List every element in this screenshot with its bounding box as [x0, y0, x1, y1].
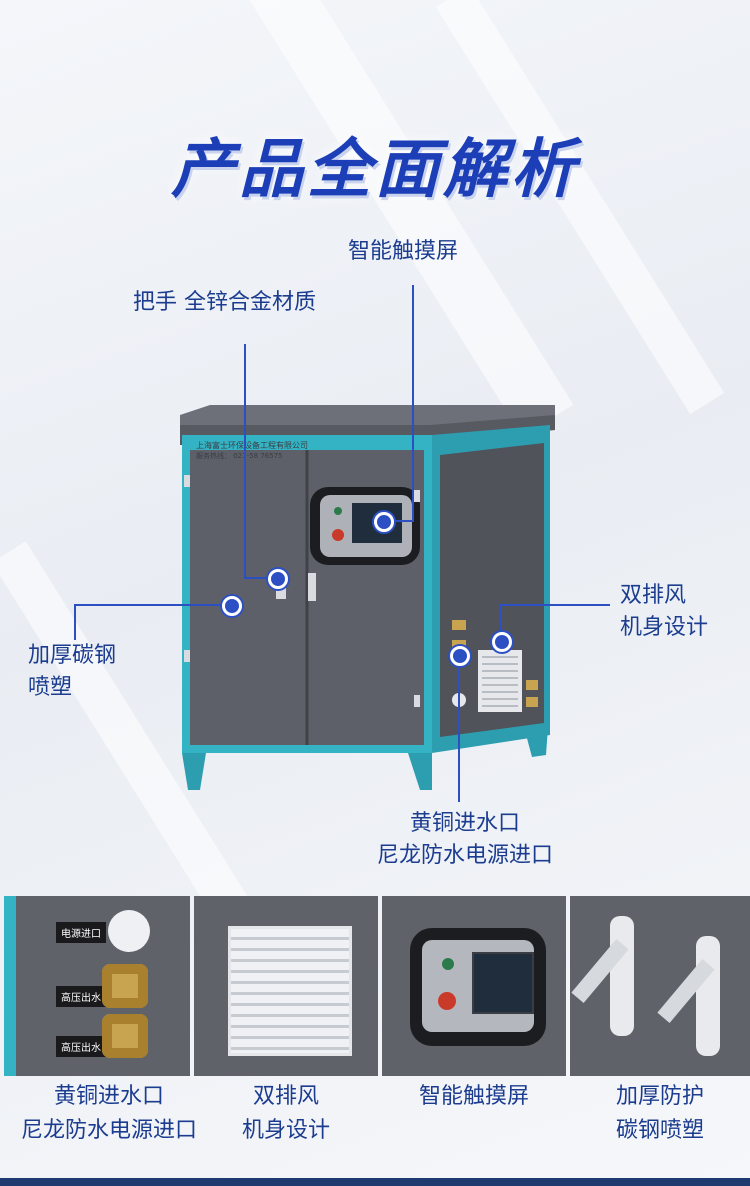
detail-tile-fan: [194, 896, 378, 1076]
caption-line-1: 加厚防护: [615, 1084, 704, 1109]
callout-line: [412, 285, 414, 521]
detail-tile-touchscreen: [382, 896, 566, 1076]
callout-line: [244, 344, 246, 578]
callout-dot: [450, 646, 470, 666]
callout-line: [244, 577, 270, 579]
caption-fan: 双排风 机身设计: [194, 1080, 378, 1160]
caption-line-1: 双排风: [252, 1084, 319, 1109]
lcd-screen: [472, 952, 534, 1014]
handle-icon: [696, 936, 720, 1056]
callout-line-2: 机身设计: [620, 615, 709, 640]
callout-line-1: 黄铜进水口: [409, 811, 520, 836]
callout-line-1: 加厚碳钢: [28, 643, 117, 668]
gland-icon: [108, 910, 150, 952]
detail-tile-inlet: 电源进口 高压出水 高压出水: [4, 896, 190, 1076]
caption-touchscreen: 智能触摸屏: [382, 1080, 566, 1160]
brass-fitting-icon: [102, 964, 148, 1008]
background-stripe: [246, 0, 574, 437]
callout-dot: [268, 569, 288, 589]
callout-line: [74, 604, 224, 606]
callout-line-2: 喷塑: [28, 675, 73, 700]
fitting-label: 电源进口: [56, 922, 106, 943]
status-light-icon: [442, 958, 454, 970]
page-title: 产品全面解析: [171, 133, 579, 207]
brass-fitting-icon: [102, 1014, 148, 1058]
caption-line-2: 碳钢喷塑: [615, 1118, 704, 1143]
detail-tile-handle: [570, 896, 750, 1076]
callout-dual-fan: 双排风 机身设计: [620, 580, 708, 644]
service-hotline: 服务热线： 021-58 76575: [196, 452, 283, 460]
caption-line-1: 黄铜进水口: [53, 1084, 164, 1109]
caption-line-2: 机身设计: [241, 1118, 330, 1143]
callout-handle: 把手 全锌合金材质: [133, 290, 316, 315]
fan-grille: [228, 926, 352, 1056]
callout-line: [386, 520, 414, 522]
callout-dot: [222, 596, 242, 616]
callout-thick-steel: 加厚碳钢 喷塑: [28, 640, 116, 704]
caption-inlet: 黄铜进水口 尼龙防水电源进口: [0, 1080, 218, 1160]
callout-line: [458, 660, 460, 802]
callout-line: [500, 604, 502, 634]
bottom-border: [0, 1178, 750, 1186]
caption-line-1: 智能触摸屏: [418, 1084, 529, 1109]
callout-touchscreen: 智能触摸屏: [348, 239, 459, 264]
callout-line: [74, 604, 76, 640]
fitting-label: 高压出水: [56, 986, 106, 1007]
callout-dot: [492, 632, 512, 652]
stop-button-icon: [438, 992, 456, 1010]
callout-line-1: 双排风: [620, 583, 687, 608]
handle-icon: [610, 916, 634, 1036]
caption-handle: 加厚防护 碳钢喷塑: [570, 1080, 750, 1160]
callout-brass-inlet: 黄铜进水口 尼龙防水电源进口: [360, 808, 570, 872]
callout-dot: [374, 512, 394, 532]
company-label: 上海富士环保设备工程有限公司: [196, 441, 308, 450]
caption-line-2: 尼龙防水电源进口: [20, 1118, 197, 1143]
callout-line-2: 尼龙防水电源进口: [376, 843, 553, 868]
callout-line: [500, 604, 610, 606]
fitting-label: 高压出水: [56, 1036, 106, 1057]
